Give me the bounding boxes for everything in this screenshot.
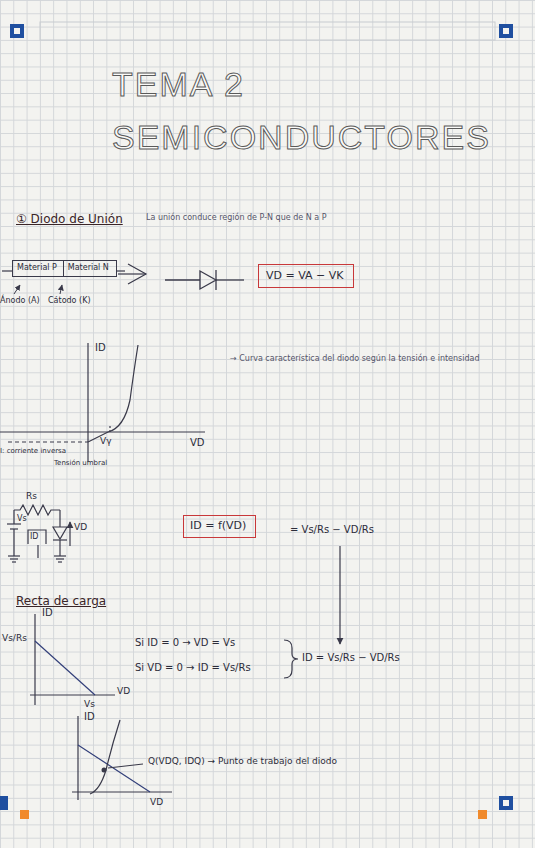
- page-title: TEMA 2 SEMICONDUCTORES: [112, 58, 507, 163]
- note-text: I: corriente inversa: [0, 447, 66, 455]
- axis-label: ID: [42, 607, 53, 619]
- component-label: VD: [74, 522, 87, 533]
- note-text: → Curva característica del diodo según l…: [230, 354, 485, 365]
- axis-label: Vγ: [100, 436, 111, 447]
- diode-symbol: [165, 270, 244, 290]
- section-heading: ① Diodo de Unión: [16, 212, 123, 226]
- corner-marker: [10, 24, 24, 38]
- corner-marker: [499, 24, 513, 38]
- corner-marker: [0, 796, 8, 810]
- axis-label: VD: [117, 686, 130, 697]
- equation-text: Si VD = 0 → ID = Vs/Rs: [135, 662, 251, 674]
- node-text: ID = f(VD): [190, 519, 249, 532]
- note-text: La unión conduce región de P-N que de N …: [146, 213, 327, 223]
- equation-text: ID = Vs/Rs − VD/Rs: [302, 652, 400, 664]
- node-text: Material P: [17, 263, 59, 272]
- axis-label: VD: [190, 437, 205, 449]
- section-heading: Recta de carga: [16, 594, 106, 608]
- equation-text: Si ID = 0 → VD = Vs: [135, 637, 235, 649]
- axis-label: ID: [84, 711, 95, 723]
- axis-label: VD: [150, 797, 163, 808]
- material-box: Material P: [12, 260, 64, 277]
- axis-label: Vs: [84, 699, 95, 710]
- component-label: Vs: [17, 514, 27, 524]
- component-label: Rs: [26, 491, 37, 502]
- equation-text: = Vs/Rs − VD/Rs: [290, 524, 374, 536]
- boxed-equation: ID = f(VD): [183, 515, 256, 538]
- boxed-equation: VD = VA − VK: [258, 264, 354, 288]
- diode-circuit: [7, 505, 70, 562]
- node-text: VD = VA − VK: [266, 269, 346, 282]
- note-text: Tensión umbral: [54, 459, 107, 467]
- corner-marker: [499, 796, 513, 810]
- component-label: ID: [30, 532, 39, 542]
- load-line-graph: [30, 614, 115, 705]
- header-bar: [40, 22, 495, 40]
- operating-point: [102, 768, 107, 773]
- terminal-label: Cátodo (K): [48, 296, 91, 306]
- corner-marker: [20, 810, 29, 819]
- terminal-label: Ánodo (A): [0, 296, 40, 306]
- note-text: Q(VDQ, IDQ) → Punto de trabajo del diodo: [148, 756, 337, 767]
- axis-label: Vs/Rs: [2, 633, 27, 644]
- axis-label: ID: [95, 342, 106, 354]
- diode-curve-graph: [0, 343, 205, 462]
- material-box: Material N: [63, 260, 117, 277]
- corner-marker: [478, 810, 487, 819]
- brace: [284, 640, 298, 678]
- node-text: Material N: [68, 263, 112, 272]
